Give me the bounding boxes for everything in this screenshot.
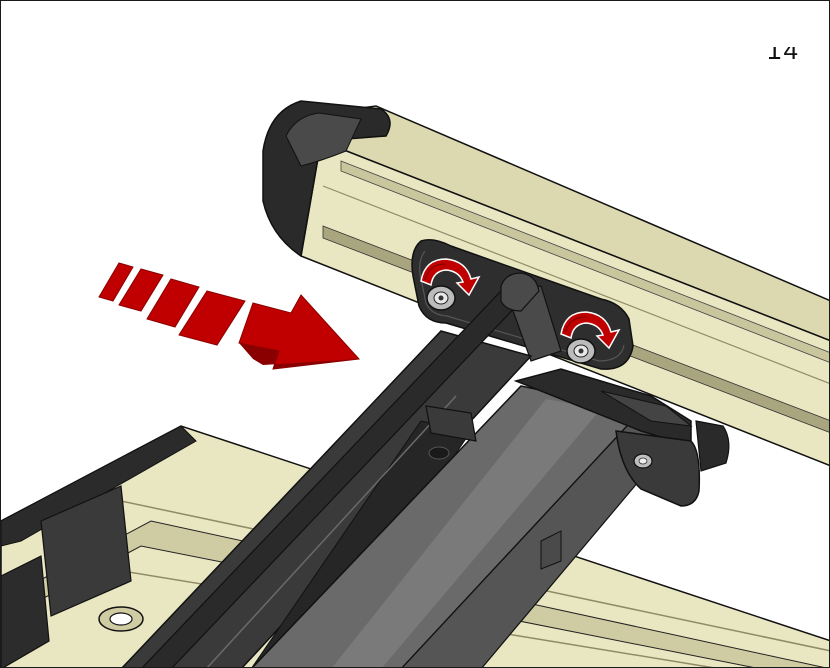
step-number: 14 [767,35,800,65]
crossbar [121,272,730,667]
rotate-clockwise-icon-shade [564,316,587,334]
arrow-dash [146,278,200,328]
bolt-icon [638,457,648,465]
bolt-icon [438,295,444,301]
left-bolt-assembly [420,258,481,311]
clamp-jaw-pad [600,390,693,427]
upper-rail-groove [340,160,829,363]
crossbar-hole [428,446,450,460]
crossbar-arm-highlight [332,399,601,667]
right-bolt-assembly [560,311,621,364]
arrow-dash [118,268,164,312]
arrow-dash [178,290,246,346]
bolt-icon [578,348,584,354]
clamp-jaw [513,368,692,448]
rotate-clockwise-icon [420,258,481,297]
clamp-knob [695,420,730,472]
lower-bracket-plate [40,485,132,617]
lower-bracket-plate [1,555,50,667]
bracket-plate-bevel [419,250,625,362]
arrow-head-shade [239,343,359,369]
upper-rail-edge [322,185,829,384]
crossbar-edge [206,395,457,667]
crossbar-saddle [500,272,540,312]
arrow-dash [98,262,134,302]
arrow-right-icon [98,262,361,370]
crossbar-step [425,405,477,442]
upper-rail-end-cap-inner [285,112,362,167]
rotate-clockwise-icon [560,311,621,350]
crossbar-foot [540,530,562,570]
rotate-clockwise-icon-shade [424,263,447,281]
clamp-plate [615,430,701,507]
lower-rail-hole [109,612,133,626]
